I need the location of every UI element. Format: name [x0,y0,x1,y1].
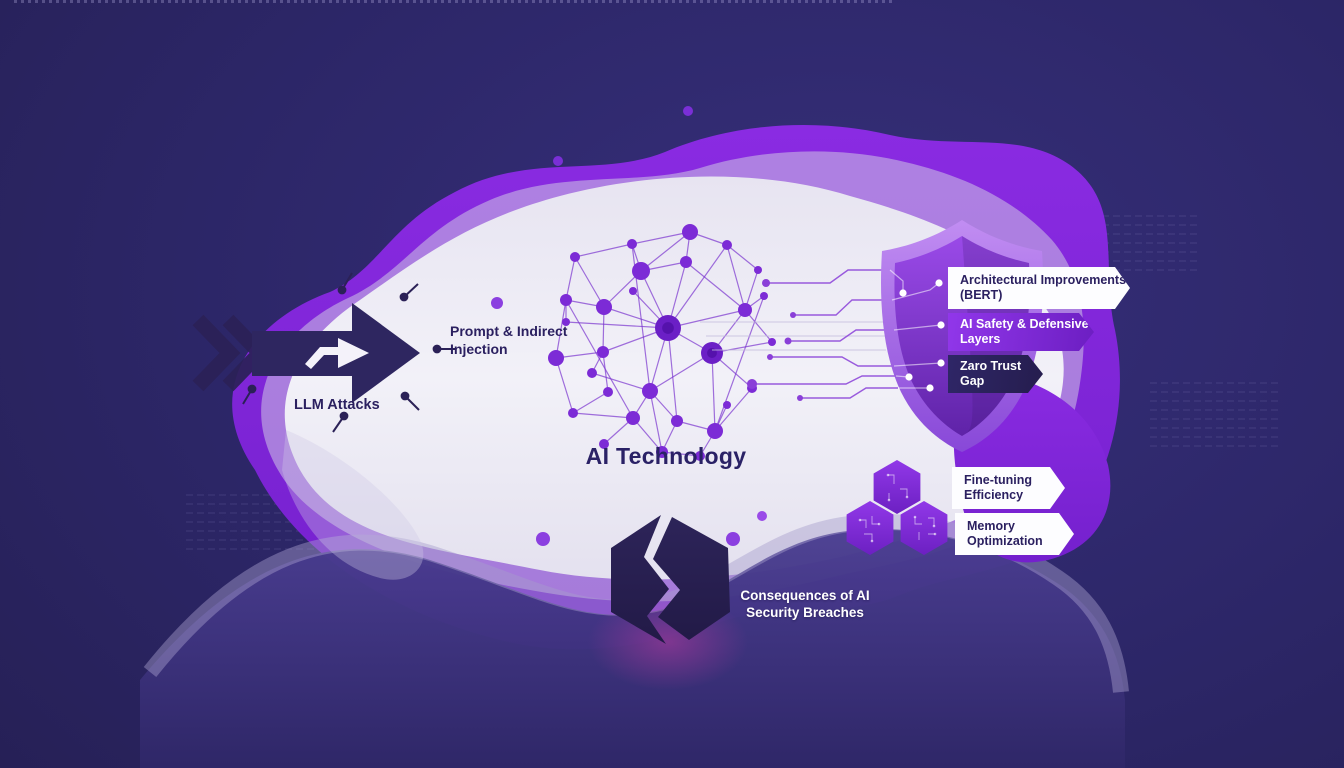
top-code-strip [14,0,894,3]
pin-dots [242,272,456,433]
light-blob [284,176,1064,580]
white-inner-arrow [305,338,369,369]
broken-hexagon-icon [611,515,730,644]
attack-arrow-icon [192,272,456,433]
circuit-hexagons-icon [846,460,948,555]
circuit-traces [700,269,898,401]
llm-attacks-label: LLM Attacks [294,397,380,413]
consequences-label: Consequences of AI Security Breaches [740,588,870,621]
decorative-dots [491,106,767,546]
code-texture [1150,382,1282,448]
banner-architectural-improvements: Architectural Improvements(BERT) [948,267,1130,309]
lavender-swoosh [282,430,424,580]
page-title: AI Technology [585,443,747,469]
prompt-injection-label: Prompt & Indirect Injection [450,323,568,358]
neural-network-icon [548,224,776,461]
